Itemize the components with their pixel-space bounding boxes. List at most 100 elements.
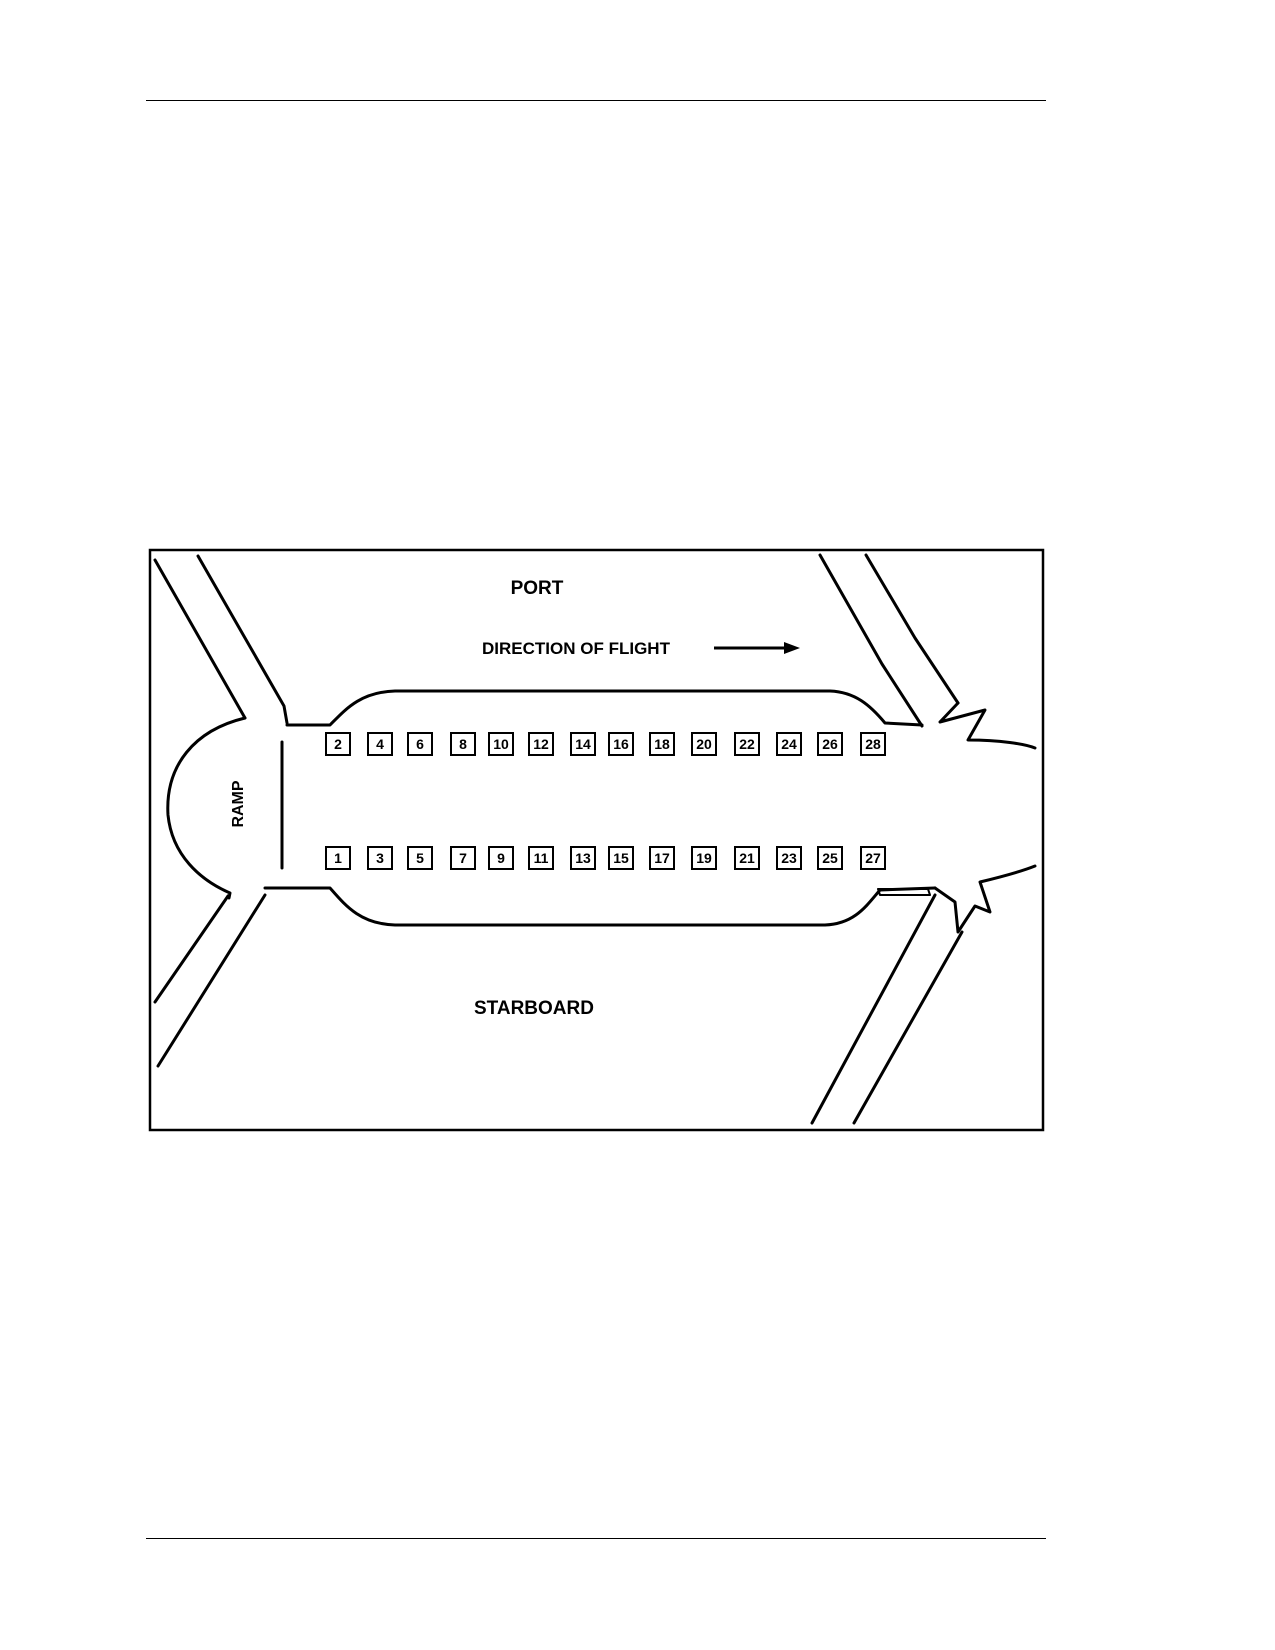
seat-3: 3 xyxy=(367,846,393,870)
seat-box xyxy=(367,846,393,870)
seat-6: 6 xyxy=(407,732,433,756)
seat-box xyxy=(817,846,843,870)
direction-label: DIRECTION OF FLIGHT xyxy=(482,639,671,658)
arrow-right-icon xyxy=(714,642,800,654)
seat-box xyxy=(488,846,514,870)
seat-8: 8 xyxy=(450,732,476,756)
front-port-wing-edge-outer xyxy=(864,553,960,705)
break-line-starboard xyxy=(933,864,1037,934)
rear-stbd-wing-edge-inner xyxy=(156,893,267,1068)
starboard-label: STARBOARD xyxy=(474,998,594,1019)
seat-number: 23 xyxy=(781,850,797,866)
seat-number: 24 xyxy=(781,736,797,752)
seat-13: 13 xyxy=(570,846,596,870)
seat-9: 9 xyxy=(488,846,514,870)
seat-23: 23 xyxy=(776,846,802,870)
seat-number: 3 xyxy=(376,850,384,866)
seat-box xyxy=(860,846,886,870)
seat-7: 7 xyxy=(450,846,476,870)
seat-5: 5 xyxy=(407,846,433,870)
seat-box xyxy=(608,732,634,756)
seat-box xyxy=(325,732,351,756)
seat-number: 26 xyxy=(822,736,838,752)
port-label: PORT xyxy=(511,578,564,599)
seat-12: 12 xyxy=(528,732,554,756)
seat-box xyxy=(528,846,554,870)
front-stbd-wing-edge-inner xyxy=(810,893,937,1125)
seat-4: 4 xyxy=(367,732,393,756)
seat-box xyxy=(450,846,476,870)
seat-box xyxy=(734,846,760,870)
figure-frame xyxy=(148,548,1045,1132)
seat-number: 18 xyxy=(654,736,670,752)
footer-rule xyxy=(146,1538,1046,1539)
seat-number: 2 xyxy=(334,736,342,752)
seat-number: 10 xyxy=(493,736,509,752)
seat-14: 14 xyxy=(570,732,596,756)
header-rule xyxy=(146,100,1046,101)
seat-19: 19 xyxy=(691,846,717,870)
seat-box xyxy=(608,846,634,870)
seat-number: 4 xyxy=(376,736,384,752)
seat-box xyxy=(488,732,514,756)
seat-box xyxy=(649,846,675,870)
seat-number: 6 xyxy=(416,736,424,752)
seat-1: 1 xyxy=(325,846,351,870)
seat-16: 16 xyxy=(608,732,634,756)
seat-17: 17 xyxy=(649,846,675,870)
seat-box xyxy=(691,846,717,870)
seat-number: 17 xyxy=(654,850,670,866)
seat-number: 1 xyxy=(334,850,342,866)
seat-number: 11 xyxy=(534,850,549,866)
seat-box xyxy=(649,732,675,756)
rear-port-wing-edge-outer xyxy=(153,558,247,720)
seat-box xyxy=(570,732,596,756)
seat-number: 20 xyxy=(696,736,712,752)
seat-20: 20 xyxy=(691,732,717,756)
seat-21: 21 xyxy=(734,846,760,870)
seat-number: 5 xyxy=(416,850,424,866)
seat-27: 27 xyxy=(860,846,886,870)
seat-22: 22 xyxy=(734,732,760,756)
seat-box xyxy=(860,732,886,756)
rear-stbd-wing-edge-outer xyxy=(153,894,230,1004)
seat-2: 2 xyxy=(325,732,351,756)
seat-box xyxy=(407,732,433,756)
seat-box xyxy=(776,846,802,870)
seat-10: 10 xyxy=(488,732,514,756)
seat-number: 27 xyxy=(865,850,881,866)
seat-box xyxy=(691,732,717,756)
seat-18: 18 xyxy=(649,732,675,756)
seat-box xyxy=(776,732,802,756)
front-stbd-wing-edge-outer xyxy=(852,930,964,1125)
seat-24: 24 xyxy=(776,732,802,756)
rear-port-wing-edge-inner xyxy=(196,554,289,725)
seat-number: 7 xyxy=(459,850,467,866)
seat-box xyxy=(325,846,351,870)
seat-28: 28 xyxy=(860,732,886,756)
seat-25: 25 xyxy=(817,846,843,870)
seat-box xyxy=(407,846,433,870)
starboard-fuselage-wall xyxy=(263,886,937,927)
seat-number: 14 xyxy=(575,736,591,752)
seat-11: 11 xyxy=(528,846,554,870)
seat-number: 12 xyxy=(533,736,549,752)
seat-number: 21 xyxy=(739,850,755,866)
seat-box xyxy=(817,732,843,756)
door-slot xyxy=(877,888,931,896)
seat-number: 22 xyxy=(739,736,755,752)
seat-box xyxy=(450,732,476,756)
ramp-arc xyxy=(166,716,247,900)
ramp-label: RAMP xyxy=(230,780,247,827)
seat-number: 25 xyxy=(822,850,838,866)
seat-number: 8 xyxy=(459,736,467,752)
seat-number: 28 xyxy=(865,736,881,752)
break-line-port xyxy=(938,701,1037,750)
seat-number: 15 xyxy=(613,850,629,866)
seat-number: 16 xyxy=(613,736,629,752)
port-fuselage-wall xyxy=(285,689,924,727)
seat-box xyxy=(734,732,760,756)
